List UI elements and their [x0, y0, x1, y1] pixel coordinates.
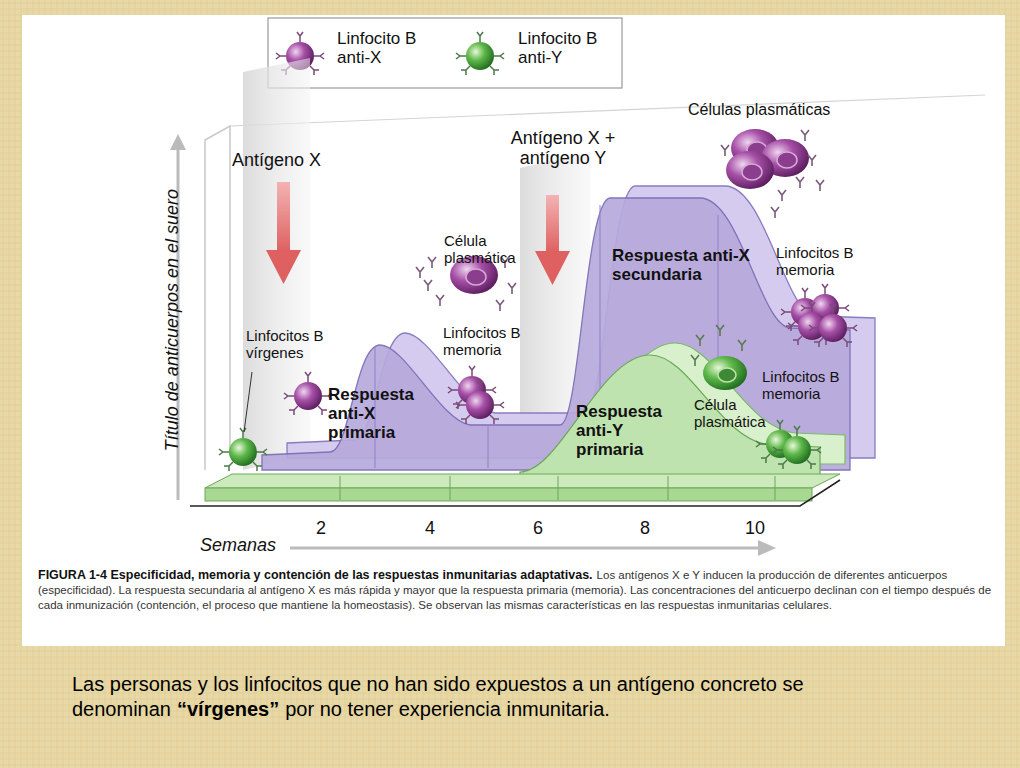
caption-heading: FIGURA 1-4 Especificidad, memoria y cont…	[38, 568, 593, 582]
figure-label: Respuesta anti-X secundaria	[612, 246, 752, 284]
figure-label: Linfocitos B memoria	[776, 245, 886, 279]
axis-tick: 4	[425, 518, 435, 538]
axis-tick: 2	[316, 518, 326, 538]
note-text: por no tener experiencia inmunitaria.	[285, 698, 610, 720]
axis-tick: 6	[533, 518, 543, 538]
figure-label: Antígeno X + antígeno Y	[488, 128, 638, 168]
note-text: “vírgenes”	[177, 698, 279, 720]
figure-label: Respuesta anti-X primaria	[328, 385, 443, 442]
axis-title: Título de anticuerpos en el suero	[162, 160, 182, 480]
figure-label: Antígeno X	[232, 150, 321, 170]
axis-tick: 10	[745, 518, 765, 538]
figure-label: Linfocitos B vírgenes	[246, 328, 336, 362]
axis-tick: 8	[640, 518, 650, 538]
note-block: Las personas y los linfocitos que no han…	[72, 672, 892, 722]
caption-block: FIGURA 1-4 Especificidad, memoria y cont…	[38, 567, 998, 613]
legend-text: Linfocito B anti-X	[337, 29, 447, 67]
figure-label: Células plasmáticas	[688, 101, 888, 119]
axis-title: Semanas	[200, 535, 276, 555]
figure-label: Linfocitos B memoria	[762, 369, 872, 403]
figure-label: Célula plasmática	[444, 233, 539, 267]
figure-label: Respuesta anti-Y primaria	[576, 402, 694, 459]
legend-text: Linfocito B anti-Y	[518, 29, 618, 67]
figure-label: Linfocitos B memoria	[443, 325, 543, 359]
figure-label: Célula plasmática	[694, 397, 784, 431]
